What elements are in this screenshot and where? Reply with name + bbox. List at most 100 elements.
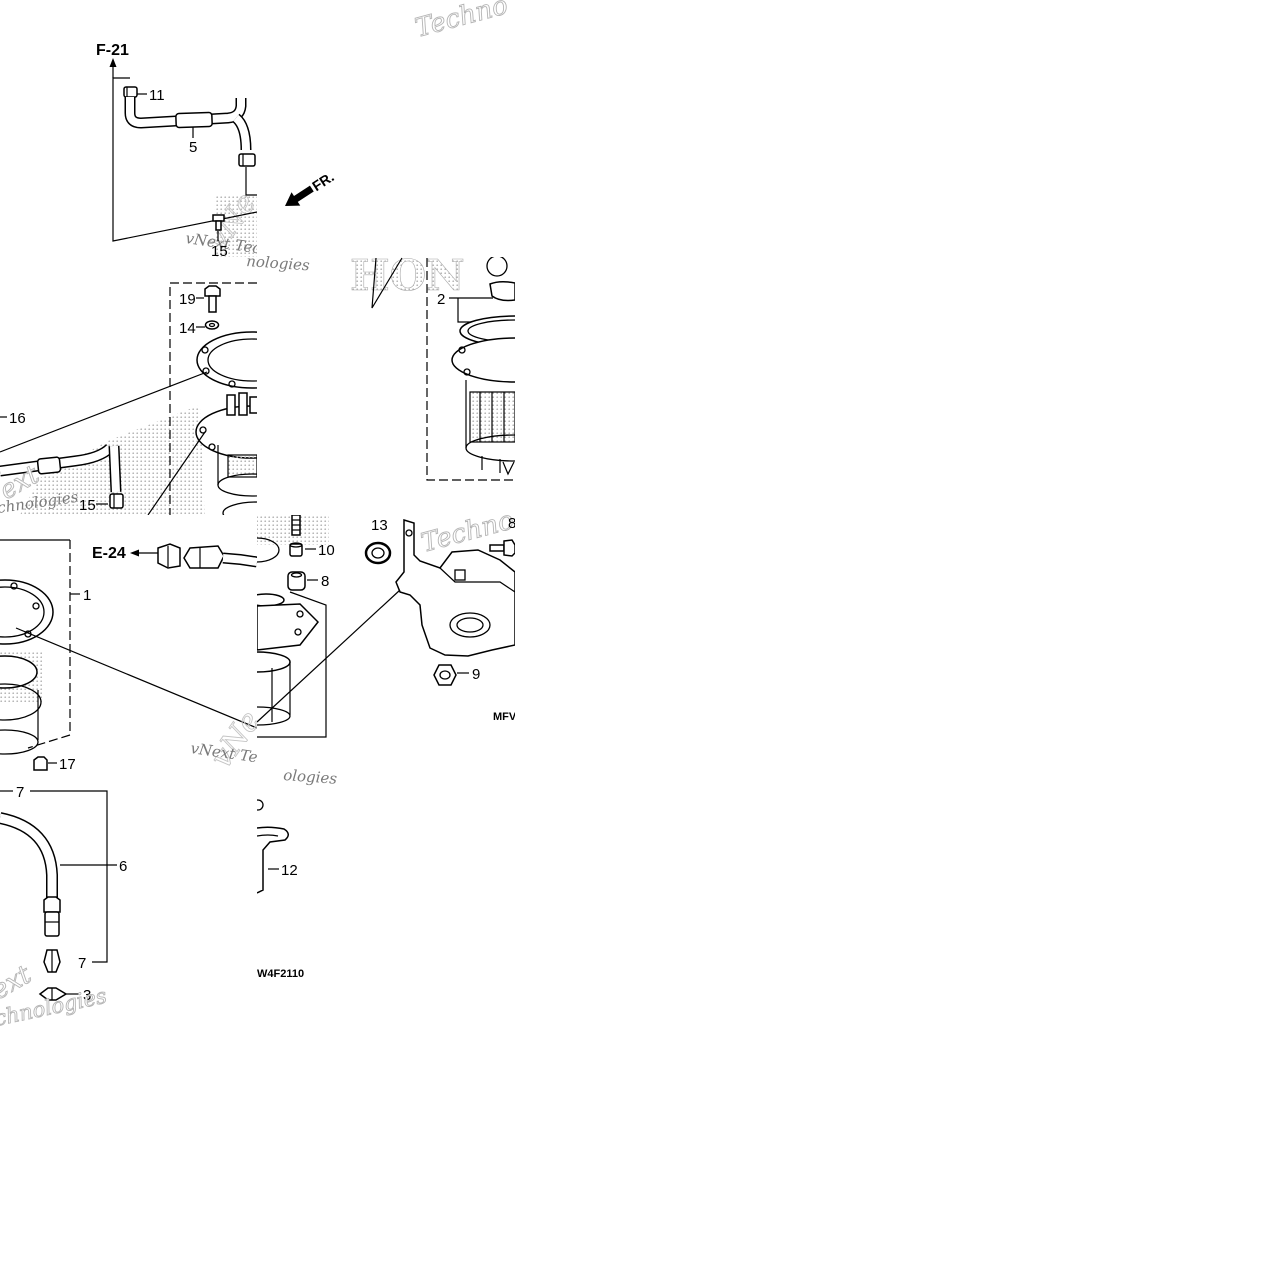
bolt-head bbox=[212, 214, 225, 222]
nut-hex bbox=[433, 664, 457, 686]
cylinder-bottom bbox=[257, 706, 291, 726]
pump-cylinder bbox=[257, 651, 291, 726]
watermark-text: nologies bbox=[246, 252, 311, 274]
front-label: FR. bbox=[309, 168, 337, 194]
clamp-body bbox=[238, 153, 256, 167]
bolt-17 bbox=[33, 756, 48, 771]
fuel-hose bbox=[0, 443, 122, 493]
clip-body bbox=[257, 826, 289, 894]
collar-10 bbox=[289, 542, 303, 557]
group-bracket-line bbox=[27, 540, 71, 749]
bolt-hole bbox=[458, 346, 466, 354]
hose-end-fitting bbox=[43, 896, 61, 937]
grommet-outer bbox=[364, 541, 392, 565]
watermark-logo: HON bbox=[350, 251, 465, 300]
tile-feed-hose: 7 7 6 3 ext chnologies bbox=[0, 784, 127, 1028]
callout-15: 15 bbox=[211, 243, 228, 260]
pump-gasket-inner bbox=[467, 319, 515, 343]
group-bracket-line bbox=[30, 790, 108, 963]
pump-base bbox=[217, 473, 257, 497]
quick-connector bbox=[157, 543, 181, 569]
bolt-hole bbox=[10, 582, 18, 590]
pump-unit-lower bbox=[0, 655, 42, 755]
clamp-body bbox=[109, 493, 124, 509]
fitting-tube bbox=[44, 911, 60, 937]
o-ring bbox=[257, 593, 285, 607]
collar-top bbox=[289, 542, 303, 548]
gasket-outer bbox=[0, 579, 54, 645]
callout-17: 17 bbox=[59, 756, 76, 773]
diagram-code-prefix: MFV bbox=[493, 711, 517, 723]
callout-3: 3 bbox=[83, 987, 91, 1004]
pump-cap bbox=[486, 257, 508, 277]
callout-5: 5 bbox=[189, 139, 197, 156]
hose-fill bbox=[0, 445, 113, 475]
bolt-shank bbox=[208, 295, 217, 313]
callout-6: 6 bbox=[119, 858, 127, 875]
group-bracket-line bbox=[112, 77, 257, 242]
bolt-hole bbox=[32, 602, 40, 610]
bolt-hole bbox=[202, 367, 210, 375]
hose-sleeve bbox=[36, 456, 62, 475]
callout-11: 11 bbox=[149, 87, 165, 104]
grommet-hole bbox=[371, 547, 385, 559]
pump-gasket-plate bbox=[196, 331, 257, 389]
callout-9: 9 bbox=[472, 666, 480, 683]
clip-edge bbox=[257, 834, 279, 837]
hose-fill bbox=[222, 554, 257, 566]
callout-14: 14 bbox=[179, 320, 196, 337]
tile-pump-lower: E-24 1 bbox=[0, 539, 257, 773]
bolt-head bbox=[33, 756, 48, 771]
hose-fill bbox=[110, 445, 120, 493]
callout-7: 7 bbox=[16, 784, 24, 801]
hose-fill bbox=[233, 114, 250, 151]
clamp-body bbox=[123, 86, 138, 98]
gasket-inner bbox=[207, 338, 257, 382]
bolt-8 bbox=[489, 539, 515, 557]
hose-fitting bbox=[183, 545, 257, 569]
nut-9 bbox=[433, 664, 457, 686]
leader-line bbox=[15, 627, 257, 729]
nut-hole bbox=[439, 670, 451, 680]
bracket-hole bbox=[405, 529, 413, 537]
tile-direction: Techno FR. bbox=[285, 0, 511, 206]
joint-7 bbox=[43, 949, 61, 973]
tile-pump-assembly: HON 2 bbox=[350, 251, 515, 481]
arrow-shape bbox=[285, 185, 314, 206]
washer-hole bbox=[208, 322, 216, 328]
collar-body bbox=[289, 543, 303, 557]
diagram-code-suffix: W4F2110 bbox=[257, 968, 304, 980]
callout-12: 12 bbox=[281, 862, 298, 879]
tile-hose-clip: 12 W4F2110 bbox=[257, 799, 304, 980]
washer-14 bbox=[204, 320, 220, 330]
fitting-hex bbox=[43, 896, 61, 913]
reference-f21: F-21 bbox=[96, 42, 129, 59]
bolt-hole bbox=[201, 346, 209, 354]
pump-mount-bracket bbox=[395, 518, 515, 657]
bolt-19 bbox=[204, 285, 221, 313]
pump-flange bbox=[0, 655, 38, 689]
pump-base bbox=[0, 729, 39, 755]
bolt-hole bbox=[296, 610, 304, 618]
bolt-upper bbox=[291, 515, 301, 536]
clamp-15 bbox=[109, 493, 124, 509]
v-marker bbox=[502, 461, 515, 476]
pump-gasket-lower bbox=[0, 579, 54, 645]
breather-hose-5 bbox=[124, 97, 252, 151]
bolt-hole bbox=[294, 628, 302, 636]
cylinder-top bbox=[257, 651, 291, 673]
grommet-body bbox=[287, 571, 306, 591]
pump-flange bbox=[451, 337, 515, 383]
pump-ring bbox=[0, 683, 42, 721]
bracket-hole-inner bbox=[456, 617, 484, 633]
front-direction-arrow-icon: FR. bbox=[285, 168, 337, 206]
callout-1: 1 bbox=[83, 587, 91, 604]
pump-plate bbox=[257, 603, 319, 651]
pump-connector bbox=[249, 396, 257, 414]
fuel-pump-body bbox=[451, 315, 515, 476]
bracket-hole bbox=[449, 612, 491, 638]
callout-10: 10 bbox=[318, 542, 335, 559]
callout-16: 16 bbox=[9, 410, 26, 427]
gasket-outer bbox=[196, 331, 257, 389]
